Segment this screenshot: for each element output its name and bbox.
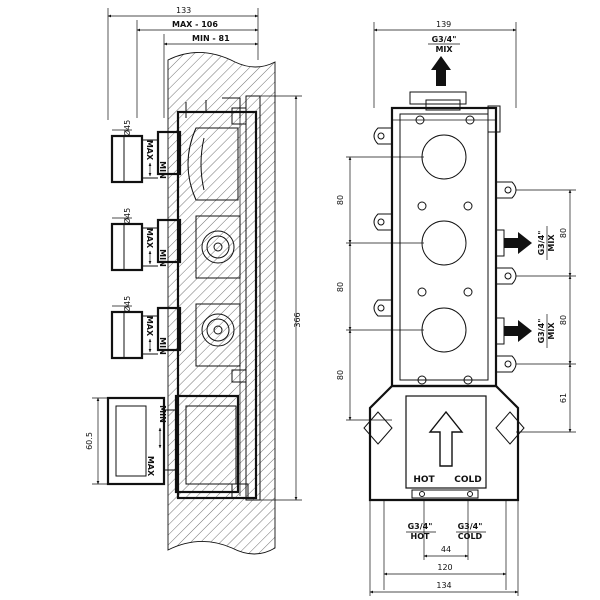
hot-label: HOT [413, 475, 435, 485]
svg-text:MIN: MIN [158, 161, 167, 179]
wall-hatch [167, 52, 276, 555]
diameter-label-1: Ø45 [122, 120, 132, 136]
stem-2 [110, 218, 182, 272]
left-spacing-1: 80 [336, 195, 345, 205]
front-width-dim: 139 [436, 20, 451, 29]
cartridge-circle-3 [421, 307, 467, 353]
right-bottom-dim: 61 [559, 393, 568, 403]
cold-label: COLD [454, 475, 481, 485]
svg-text:MIN: MIN [158, 249, 167, 267]
svg-text:MIX: MIX [547, 234, 556, 252]
travel-2: MAX MIN [145, 228, 167, 267]
side-height-dim: 366 [293, 312, 302, 327]
bottom-height-dim: 60.5 [85, 432, 94, 450]
cartridge-circle-2 [421, 220, 467, 266]
front-view: 139 G3/4" MIX [336, 20, 576, 596]
left-tabs [373, 127, 392, 317]
svg-text:MAX: MAX [145, 140, 154, 161]
svg-text:G3/4": G3/4" [537, 319, 546, 344]
side-width-dim: 133 [176, 6, 191, 15]
svg-text:MIX: MIX [547, 322, 556, 340]
side-max-dim: MAX - 106 [172, 20, 218, 29]
side-min-dim: MIN - 81 [192, 34, 230, 43]
diameter-label-3: Ø45 [122, 296, 132, 312]
hot-cold-arrow [428, 410, 464, 467]
overall-width-dim: 134 [436, 581, 451, 590]
cartridge-circle-1 [421, 134, 467, 180]
svg-text:MIN: MIN [158, 405, 167, 423]
stem-4 [106, 396, 176, 486]
svg-text:MIN: MIN [158, 337, 167, 355]
top-outlet-thread: G3/4" [432, 35, 457, 44]
diameter-label-2: Ø45 [122, 208, 132, 224]
top-outlet-arrow [431, 56, 451, 86]
cold-inlet-label: COLD [458, 532, 483, 541]
svg-text:MAX: MAX [146, 456, 155, 477]
inlet-spacing-dim: 44 [441, 545, 451, 554]
top-outlet-label: MIX [435, 45, 453, 54]
svg-text:MAX: MAX [145, 228, 154, 249]
cold-inlet-thread: G3/4" [458, 522, 483, 531]
side-outlet-1: G3/4" MIX [495, 226, 556, 260]
left-spacing-2: 80 [336, 282, 345, 292]
right-spacing-2: 80 [559, 315, 568, 325]
stem-3 [110, 306, 182, 360]
side-outlet-2: G3/4" MIX [495, 314, 556, 348]
stem-1 [110, 130, 182, 184]
travel-1: MAX MIN [145, 140, 167, 179]
travel-4: MIN MAX [146, 405, 167, 477]
right-spacing-1: 80 [559, 228, 568, 238]
inner-width-dim: 120 [437, 563, 452, 572]
left-spacing-3: 80 [336, 370, 345, 380]
svg-text:G3/4": G3/4" [537, 231, 546, 256]
svg-text:MAX: MAX [145, 316, 154, 337]
travel-3: MAX MIN [145, 316, 167, 355]
side-view: 133 MAX - 106 MIN - 81 366 [85, 6, 302, 555]
hot-inlet-label: HOT [411, 532, 430, 541]
hot-inlet-thread: G3/4" [408, 522, 433, 531]
